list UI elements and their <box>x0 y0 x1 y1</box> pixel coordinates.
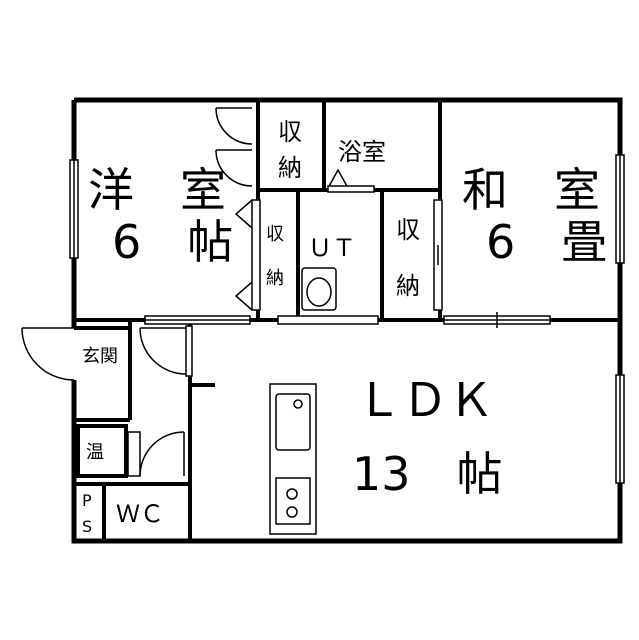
japanese-room-size: 6 畳 <box>486 215 607 269</box>
bath-name: 浴室 <box>338 138 386 166</box>
utility-name: ＵＴ <box>308 234 356 262</box>
japanese-room-name: 和 室 <box>462 163 600 217</box>
western-room-name: 洋 室 <box>88 163 226 217</box>
ldk-name: ＬＤＫ <box>356 373 494 427</box>
closet-1-label-bottom: 納 <box>278 154 302 182</box>
closet-3-label-bottom: 納 <box>396 272 420 300</box>
western-room-size: 6 帖 <box>112 215 233 269</box>
closet-3-label-top: 収 <box>396 216 420 244</box>
room-labels: 洋 室 6 帖 収 納 浴室 和 室 6 畳 収 納 ＵＴ 収 納 玄関 温 P… <box>82 118 607 536</box>
closet-doors <box>234 199 443 311</box>
closet-2-label-top: 収 <box>266 224 284 245</box>
closet-2-label-bottom: 納 <box>266 268 284 289</box>
swing-doors <box>21 107 375 477</box>
fixtures <box>269 267 337 535</box>
wc-name: ＷＣ <box>116 500 164 528</box>
windows <box>69 154 625 484</box>
water-heater-name: 温 <box>86 442 104 463</box>
entrance-name: 玄関 <box>82 346 118 367</box>
ps-label-bottom: S <box>82 517 92 536</box>
ps-label-top: P <box>82 491 92 510</box>
closet-1-label-top: 収 <box>278 118 302 146</box>
sliding-doors <box>144 312 551 328</box>
ldk-size: 13 帖 <box>352 447 503 501</box>
